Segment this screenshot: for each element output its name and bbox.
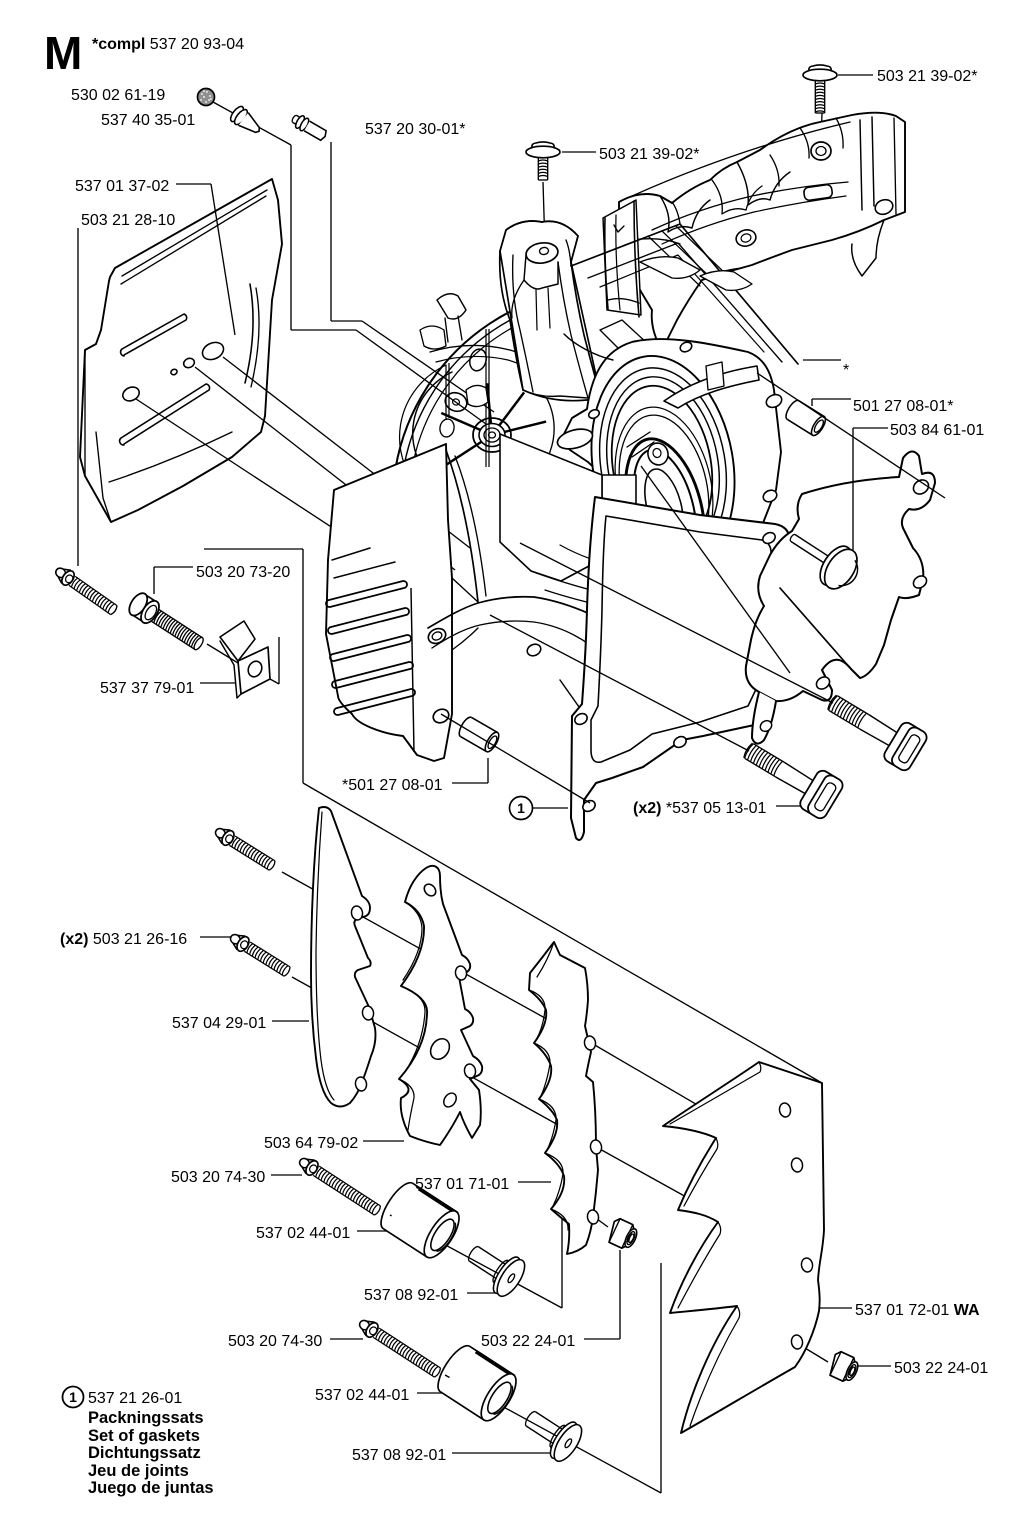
svg-text:503 22 24-01: 503 22 24-01	[481, 1333, 575, 1350]
svg-text:537 02 44-01: 537 02 44-01	[256, 1225, 350, 1242]
svg-text:(x2) *537 05 13-01: (x2) *537 05 13-01	[633, 800, 767, 817]
svg-text:503 20 74-30: 503 20 74-30	[171, 1169, 265, 1186]
svg-text:503 21 39-02*: 503 21 39-02*	[877, 68, 978, 85]
svg-text:*501 27 08-01: *501 27 08-01	[342, 777, 443, 794]
svg-text:530 02 61-19: 530 02 61-19	[71, 87, 165, 104]
svg-text:501 27 08-01*: 501 27 08-01*	[853, 398, 954, 415]
svg-text:Packningssats: Packningssats	[88, 1409, 204, 1427]
svg-text:503 84 61-01: 503 84 61-01	[890, 422, 984, 439]
svg-text:*compl 537 20 93-04: *compl 537 20 93-04	[92, 36, 244, 53]
svg-text:Dichtungssatz: Dichtungssatz	[88, 1444, 201, 1462]
svg-text:537 20 30-01*: 537 20 30-01*	[365, 121, 466, 138]
svg-text:Set of gaskets: Set of gaskets	[88, 1427, 200, 1445]
svg-text:503 22 24-01: 503 22 24-01	[894, 1360, 988, 1377]
svg-text:503 21 28-10: 503 21 28-10	[81, 212, 175, 229]
svg-text:1: 1	[69, 1389, 77, 1405]
svg-text:503 64 79-02: 503 64 79-02	[264, 1135, 358, 1152]
svg-text:*: *	[843, 362, 849, 379]
svg-text:503 20 73-20: 503 20 73-20	[196, 564, 290, 581]
svg-text:537 04 29-01: 537 04 29-01	[172, 1015, 266, 1032]
svg-text:537 01 37-02: 537 01 37-02	[75, 178, 169, 195]
svg-text:537 02 44-01: 537 02 44-01	[315, 1387, 409, 1404]
svg-text:537 08 92-01: 537 08 92-01	[364, 1287, 458, 1304]
svg-text:537 01 71-01: 537 01 71-01	[415, 1176, 509, 1193]
svg-text:1: 1	[517, 800, 525, 816]
svg-text:Jeu de joints: Jeu de joints	[88, 1462, 189, 1480]
svg-text:537 40 35-01: 537 40 35-01	[101, 112, 195, 129]
svg-text:503 20 74-30: 503 20 74-30	[228, 1333, 322, 1350]
svg-text:Juego de juntas: Juego de juntas	[88, 1479, 214, 1497]
svg-text:537 01 72-01 WA: 537 01 72-01 WA	[855, 1302, 980, 1319]
svg-text:M: M	[44, 27, 82, 79]
svg-text:537 21 26-01: 537 21 26-01	[88, 1390, 182, 1407]
svg-text:537 37 79-01: 537 37 79-01	[100, 680, 194, 697]
svg-text:537 08 92-01: 537 08 92-01	[352, 1447, 446, 1464]
svg-text:503 21 39-02*: 503 21 39-02*	[599, 146, 700, 163]
svg-text:(x2) 503 21 26-16: (x2) 503 21 26-16	[60, 931, 187, 948]
